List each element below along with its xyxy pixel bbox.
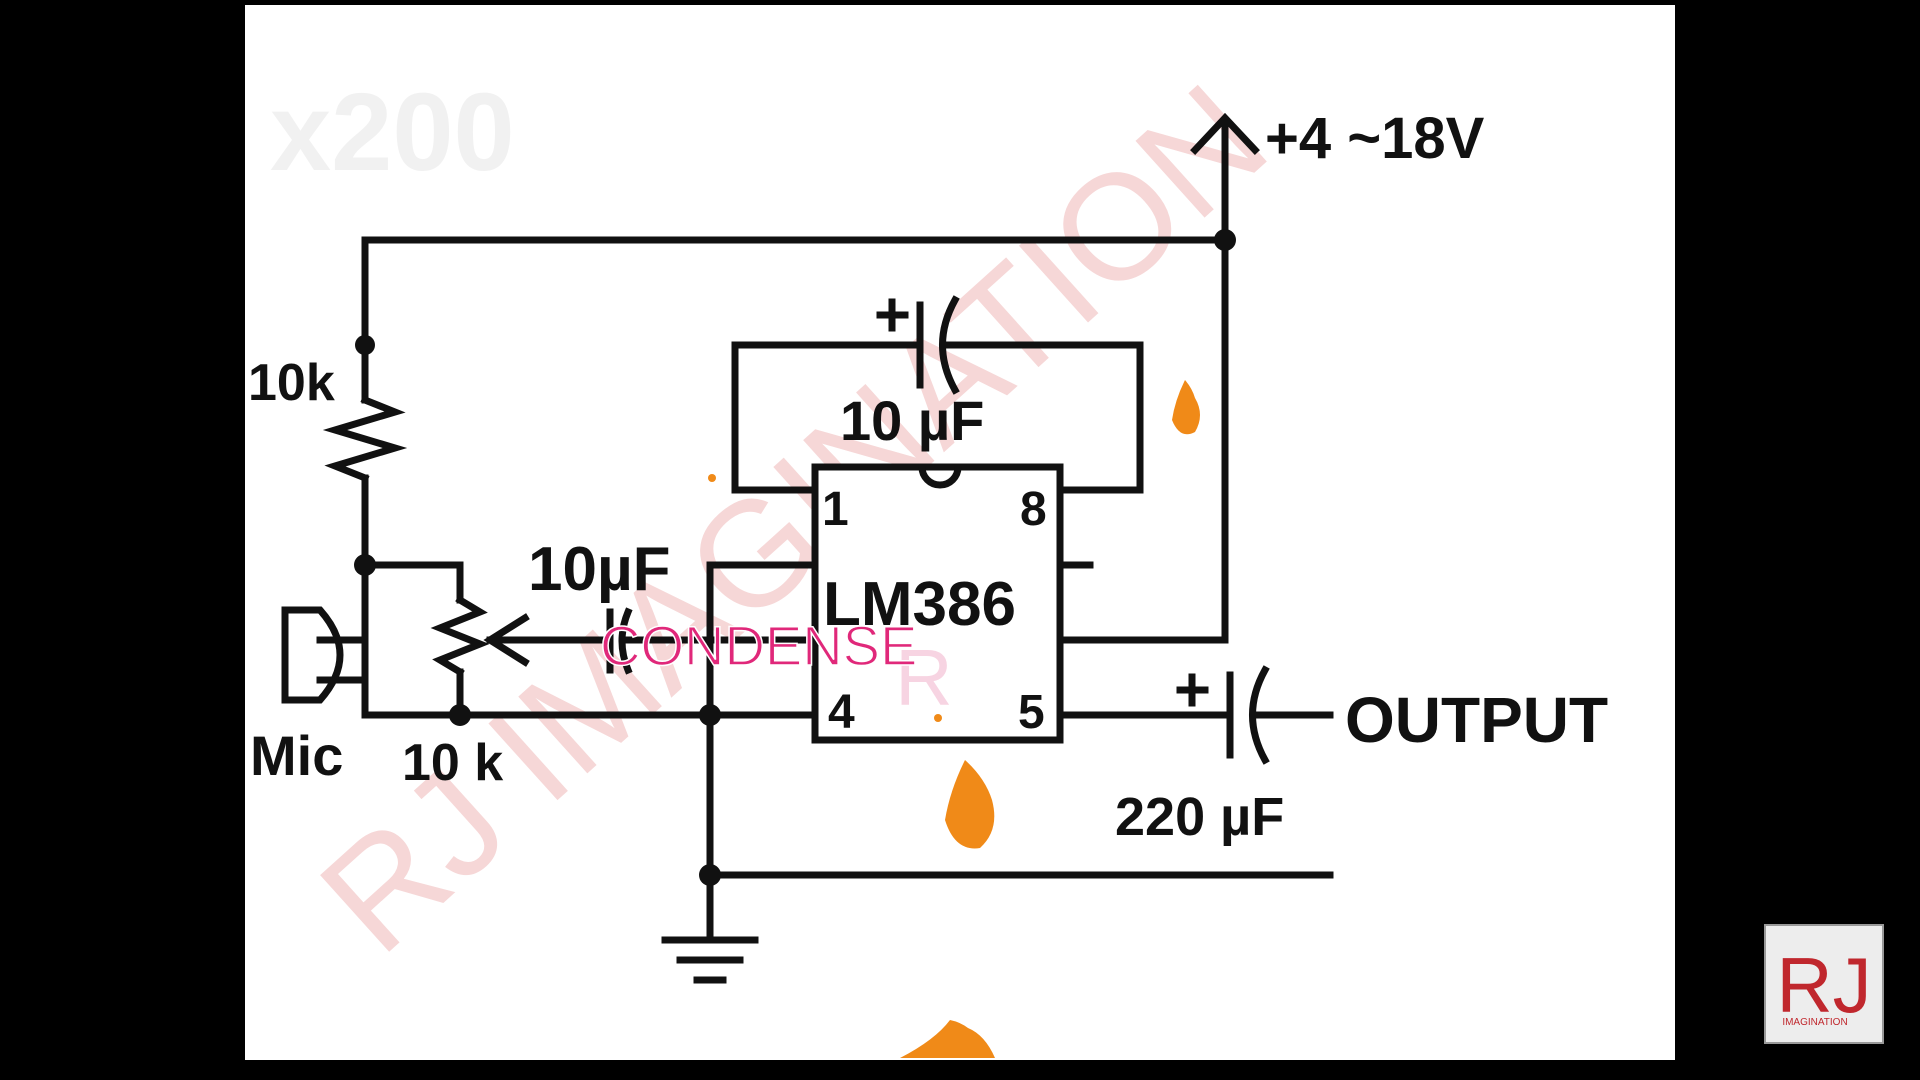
- supply-arrow-icon: [1190, 112, 1260, 155]
- pin-8-label: 8: [1020, 483, 1047, 536]
- supply-voltage-label: +4 ~18V: [1265, 106, 1485, 171]
- junction-dot: [1214, 229, 1236, 251]
- pin-4-label: 4: [828, 686, 855, 739]
- rj-logo: RJ IMAGINATION: [1764, 924, 1884, 1044]
- pot-label: 10 k: [402, 734, 503, 792]
- pin-1-label: 1: [822, 483, 849, 536]
- lm386-ic-body: [811, 463, 1064, 744]
- input-cap-label: 10µF: [528, 535, 671, 604]
- junction-dots: [354, 229, 1236, 886]
- input-cap-plate-right: [618, 607, 633, 675]
- mic-label: Mic: [250, 724, 343, 787]
- flame-icon: [945, 760, 995, 849]
- logo-letters: RJ: [1776, 941, 1871, 1029]
- ic-label: LM386: [823, 570, 1016, 639]
- output-label: OUTPUT: [1345, 684, 1608, 756]
- logo-sub: IMAGINATION: [1782, 1017, 1847, 1028]
- ic-notch: [918, 463, 962, 489]
- resistor-10k-icon: [322, 395, 408, 483]
- output-cap-label: 220 µF: [1115, 787, 1284, 847]
- resistor-label: 10k: [248, 354, 335, 412]
- potentiometer-icon: [430, 595, 490, 677]
- schematic: [281, 112, 1334, 984]
- feedback-cap-label: 10 µF: [840, 389, 984, 452]
- overlay-letter: R: [895, 633, 953, 722]
- overlay-caption: CONDENSE: [600, 614, 917, 677]
- pin-5-label: 5: [1018, 686, 1045, 739]
- flame-icon: [1172, 380, 1200, 435]
- junction-dot: [699, 864, 721, 886]
- junction-dot: [355, 335, 375, 355]
- junction-dot: [354, 554, 376, 576]
- faded-watermark-text: x200: [270, 71, 515, 194]
- flame-sprites: [708, 380, 1200, 1058]
- junction-dot: [449, 704, 471, 726]
- junction-dot: [699, 704, 721, 726]
- microphone-icon: [281, 606, 344, 704]
- flame-icon: [900, 1020, 995, 1058]
